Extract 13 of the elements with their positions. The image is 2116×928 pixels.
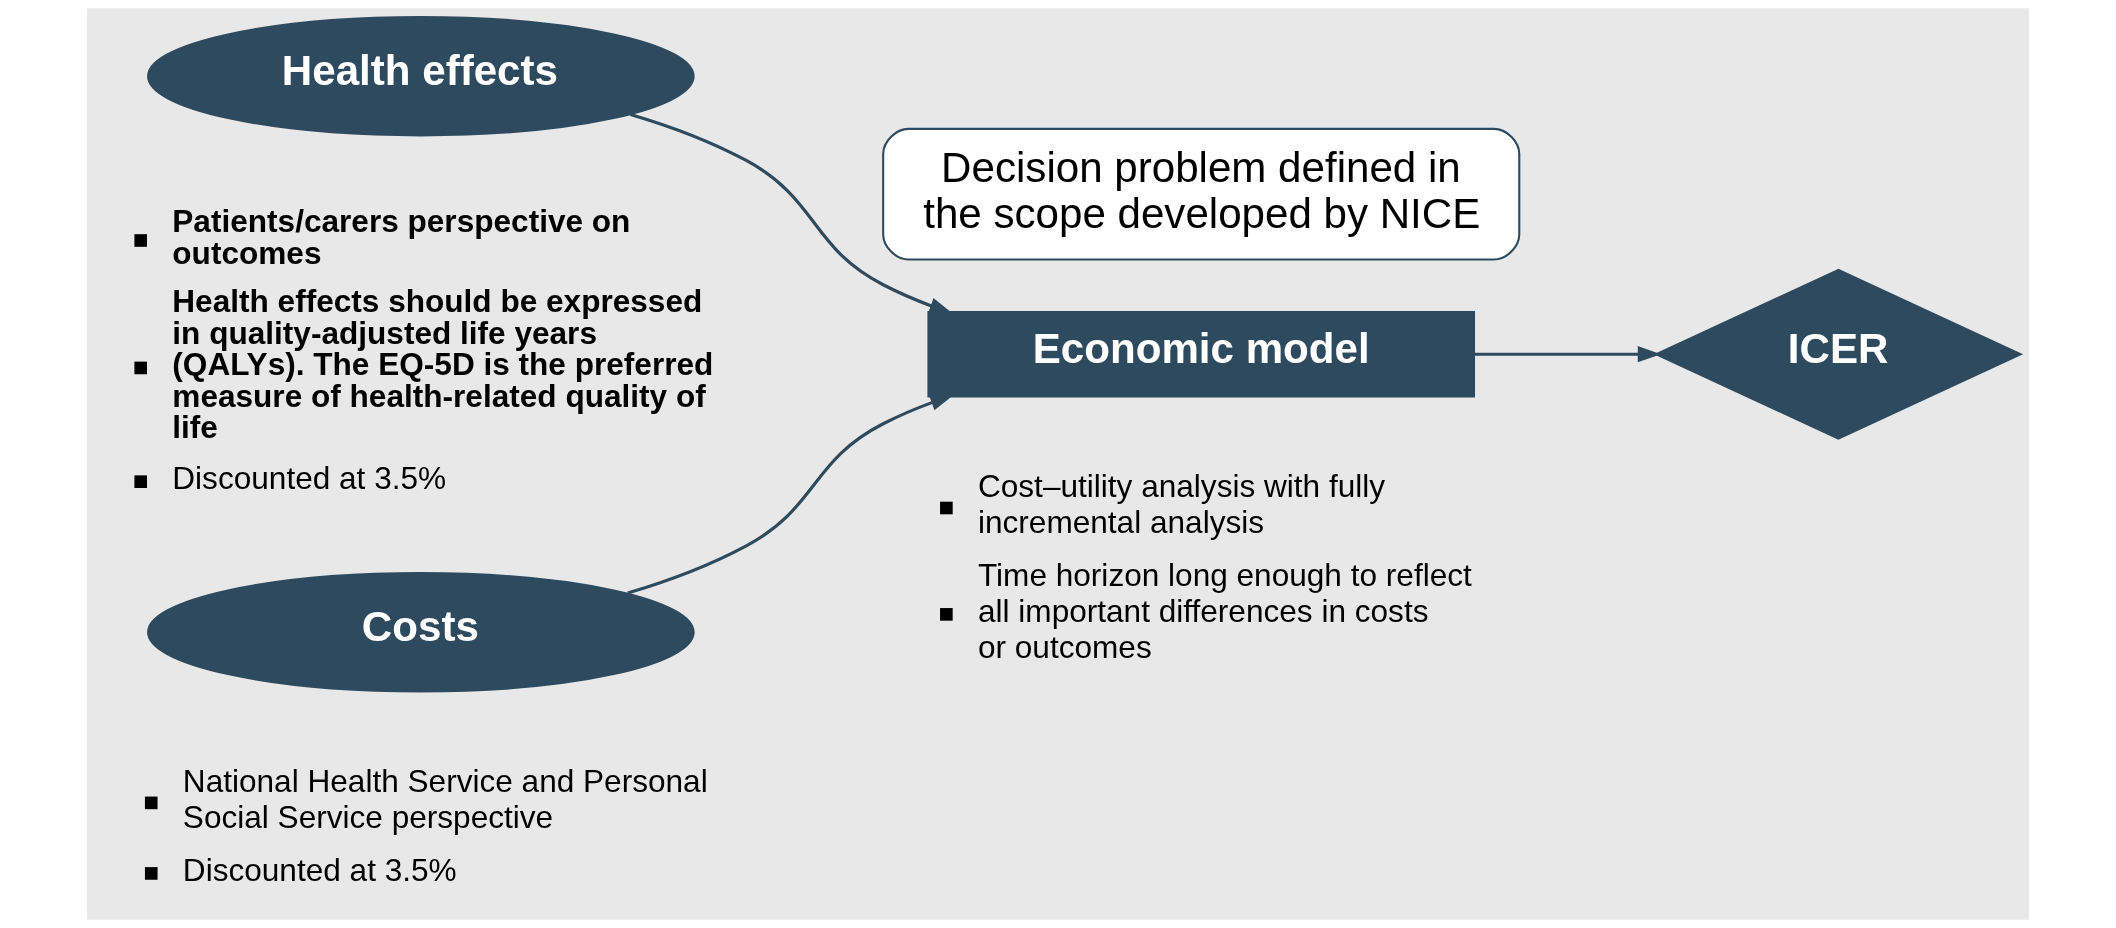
node-ellipse: Costs xyxy=(147,572,695,693)
arrow xyxy=(629,112,953,314)
node-label: Health effects should be expressed in quality-adjusted life years (QALYs). The EQ-5D is the preferred measure of health-related quality of life xyxy=(172,283,714,446)
node-ellipse: Health effects xyxy=(147,16,695,137)
node-label: Discounted at 3.5% xyxy=(172,460,447,497)
node-box: Decision problem defined in the scope developed by NICE xyxy=(882,127,1521,261)
node-label: Time horizon long enough to reflect all important differences in costs or outcomes xyxy=(977,556,1472,665)
node-box: Economic model xyxy=(927,311,1476,398)
node-label: Cost–utility analysis with fully incremental analysis xyxy=(977,468,1386,541)
node-label: National Health Service and Personal Social Service perspective xyxy=(182,763,708,836)
arrow xyxy=(627,394,954,595)
node-label: Patients/carers perspective on outcomes xyxy=(172,203,631,271)
node-label: Discounted at 3.5% xyxy=(182,851,457,888)
